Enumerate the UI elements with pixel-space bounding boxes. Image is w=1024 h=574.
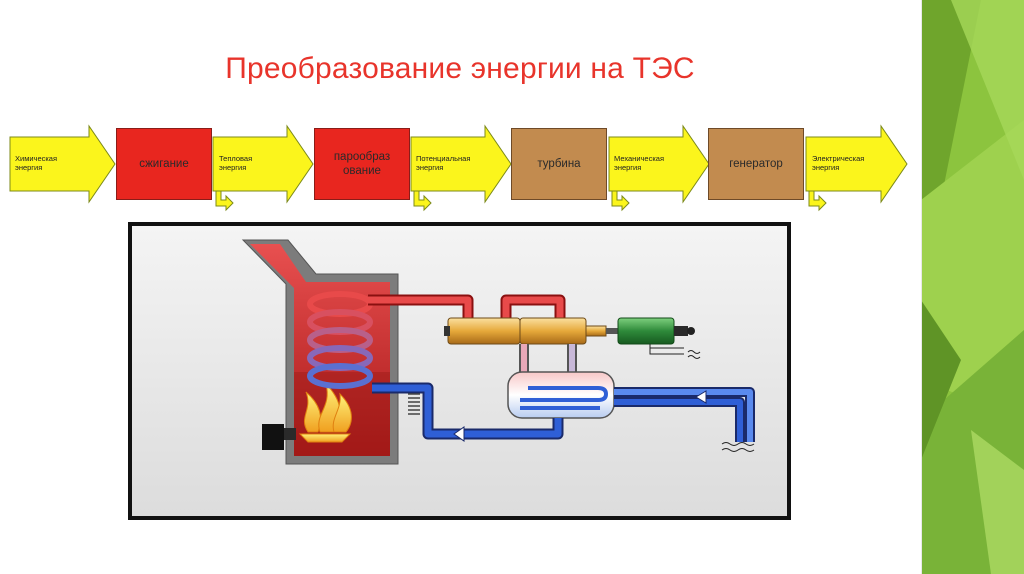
preheater-fins xyxy=(408,393,420,415)
flow-arrow-mechanical xyxy=(608,124,710,204)
loss-arrow-4 xyxy=(808,190,827,212)
energy-label-potential: Потенциальная энергия xyxy=(416,154,471,172)
process-turbine: турбина xyxy=(511,128,607,200)
cooling-water-pipe xyxy=(614,387,755,442)
loss-arrow-3 xyxy=(611,190,630,212)
page-title: Преобразование энергии на ТЭС xyxy=(225,52,695,85)
cooling-flow-arrow-icon xyxy=(695,390,707,404)
process-combustion: сжигание xyxy=(116,128,212,200)
process-label-vaporization: парообраз ование xyxy=(333,151,391,177)
power-plant-schematic xyxy=(128,222,791,520)
loss-arrow-2 xyxy=(413,190,432,212)
condenser xyxy=(507,371,615,419)
generator xyxy=(617,317,695,345)
loss-arrow-1 xyxy=(215,190,234,212)
energy-flow-chain: Химическая энергия Тепловая энергия Поте… xyxy=(0,0,920,230)
feed-pump-arrow-icon xyxy=(453,426,465,442)
energy-label-thermal: Тепловая энергия xyxy=(219,154,253,172)
water-waves-icon xyxy=(721,442,755,452)
boiler-coil xyxy=(307,291,373,389)
flow-arrows xyxy=(9,124,908,212)
schematic-frame xyxy=(128,222,791,520)
process-label-turbine: турбина xyxy=(537,158,581,170)
energy-label-electric: Электрическая энергия xyxy=(812,154,865,172)
shaft xyxy=(606,328,620,334)
flow-arrow-chemical xyxy=(9,124,116,204)
turbine xyxy=(444,317,607,345)
energy-label-chemical: Химическая энергия xyxy=(15,154,58,172)
flow-arrow-potential xyxy=(410,124,512,204)
exhaust-pipes xyxy=(519,344,577,374)
feedwater-pipe xyxy=(372,382,564,440)
flame-icon xyxy=(298,382,352,443)
process-label-generator: генератор xyxy=(729,158,783,170)
process-generator: генератор xyxy=(708,128,804,200)
burner xyxy=(262,424,284,450)
process-label-combustion: сжигание xyxy=(139,158,189,170)
flow-arrow-thermal xyxy=(212,124,314,204)
side-decoration xyxy=(921,0,1024,574)
steam-pipe xyxy=(368,294,566,318)
process-vaporization: парообраз ование xyxy=(314,128,410,200)
energy-label-mechanical: Механическая энергия xyxy=(614,154,665,172)
generator-output-lines xyxy=(649,344,701,359)
burner-nozzle xyxy=(284,428,296,440)
flow-arrow-electric xyxy=(805,124,908,204)
